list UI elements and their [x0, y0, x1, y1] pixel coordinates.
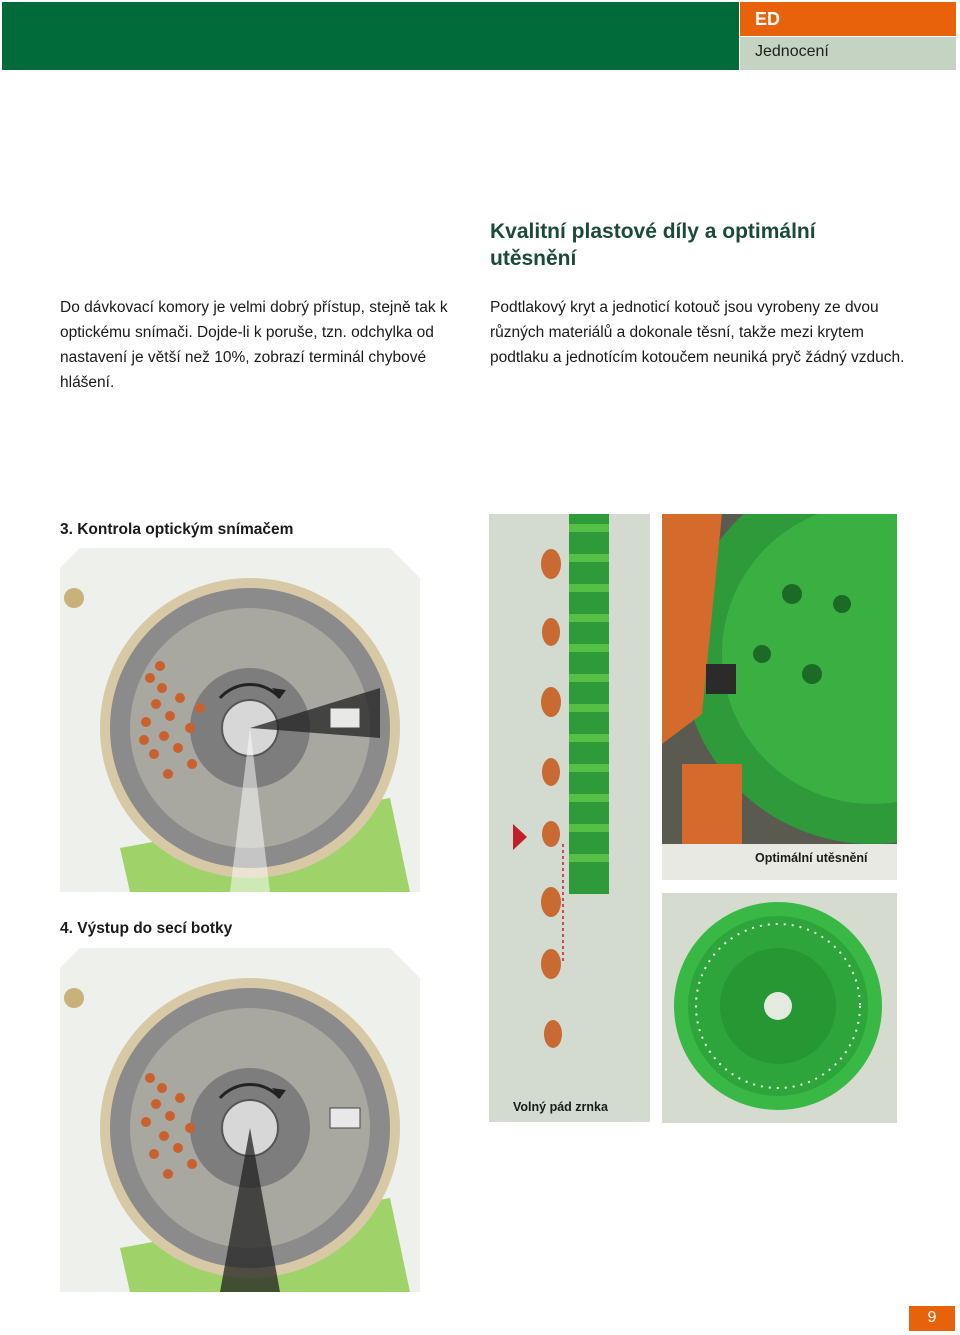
section-heading: Kvalitní plastové díly a optimální utěsn…: [490, 220, 816, 270]
figure-4-label: 4. Výstup do secí botky: [60, 920, 233, 937]
seed-fall-caption: Volný pád zrnka: [513, 1100, 608, 1114]
brand-badge: ED: [740, 2, 956, 36]
seal-caption: Optimální utěsnění: [755, 851, 868, 865]
brand-label: ED: [755, 9, 781, 29]
section-title: Jednocení: [755, 43, 829, 60]
left-paragraph: Do dávkovací komory je velmi dobrý příst…: [60, 299, 448, 391]
figure-3-label: 3. Kontrola optickým snímačem: [60, 521, 294, 538]
page-number: 9: [927, 1309, 937, 1326]
seal-closeup-photo: Optimální utěsnění: [662, 514, 897, 880]
right-paragraph: Podtlakový kryt a jednoticí kotouč jsou …: [490, 299, 905, 366]
section-tab: Jednocení: [740, 37, 956, 70]
header-bar: [2, 2, 739, 70]
optical-sensor-illustration: [60, 548, 420, 892]
seed-free-fall-photo: Volný pád zrnka: [489, 514, 650, 1122]
seed-outlet-illustration: [60, 948, 420, 1292]
page-number-badge: 9: [909, 1306, 955, 1331]
singulation-disc-photo: [662, 893, 897, 1123]
